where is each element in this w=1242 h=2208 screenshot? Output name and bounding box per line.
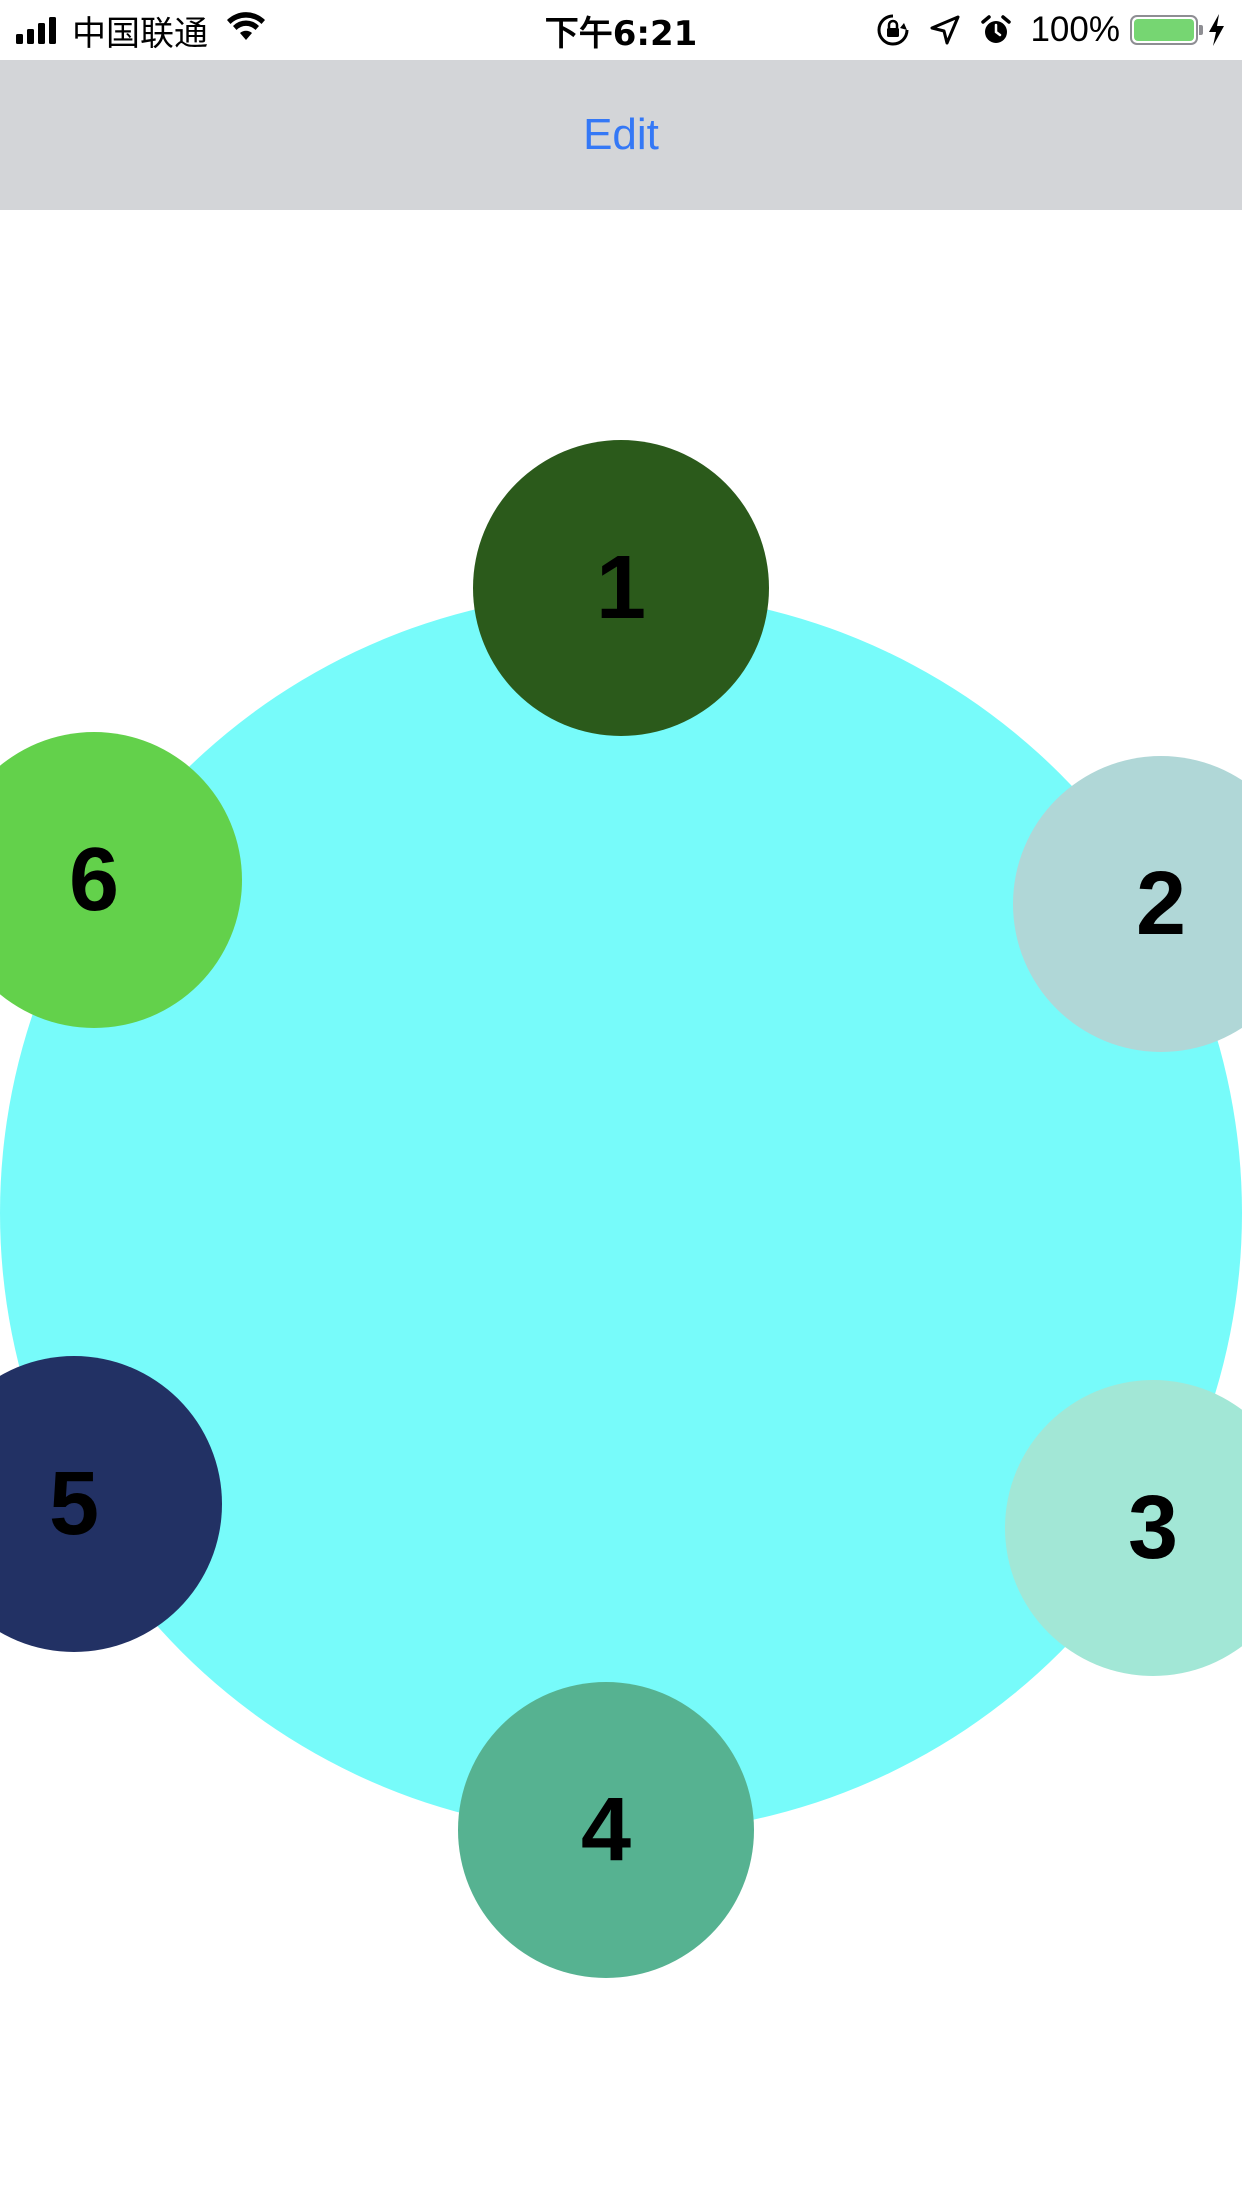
- alarm-icon: [980, 14, 1012, 46]
- circle-menu-item-label: 3: [1127, 1477, 1179, 1578]
- status-left: 中国联通: [16, 8, 266, 54]
- carrier-name: 中国联通: [72, 13, 208, 54]
- location-icon: [930, 15, 960, 45]
- circle-menu-item-label: 1: [595, 537, 647, 638]
- battery-percent: 100%: [1030, 10, 1120, 49]
- status-right: 100%: [856, 8, 1226, 52]
- signal-icon: [16, 16, 60, 44]
- orientation-lock-icon: [876, 13, 910, 47]
- status-bar: 中国联通 下午6:21: [0, 0, 1242, 60]
- edit-button[interactable]: Edit: [583, 110, 659, 159]
- wifi-icon: [226, 9, 266, 51]
- circle-menu-item-6[interactable]: 6: [0, 732, 242, 1028]
- circle-menu-item-label: 5: [48, 1453, 100, 1554]
- circle-menu-item-label: 2: [1135, 853, 1187, 954]
- circle-menu-item-2[interactable]: 2: [1013, 756, 1242, 1052]
- circle-menu-item-4[interactable]: 4: [458, 1682, 754, 1978]
- circle-menu-item-label: 6: [68, 829, 120, 930]
- circle-menu-item-label: 4: [580, 1779, 632, 1880]
- charging-icon: [1206, 13, 1226, 47]
- circle-menu-item-3[interactable]: 3: [1005, 1380, 1242, 1676]
- battery-fill: [1134, 19, 1194, 41]
- status-time: 下午6:21: [544, 13, 698, 54]
- battery-icon: [1130, 15, 1203, 45]
- nav-bar: Edit: [0, 60, 1242, 210]
- circle-menu-item-1[interactable]: 1: [473, 440, 769, 736]
- battery-cap: [1199, 25, 1203, 35]
